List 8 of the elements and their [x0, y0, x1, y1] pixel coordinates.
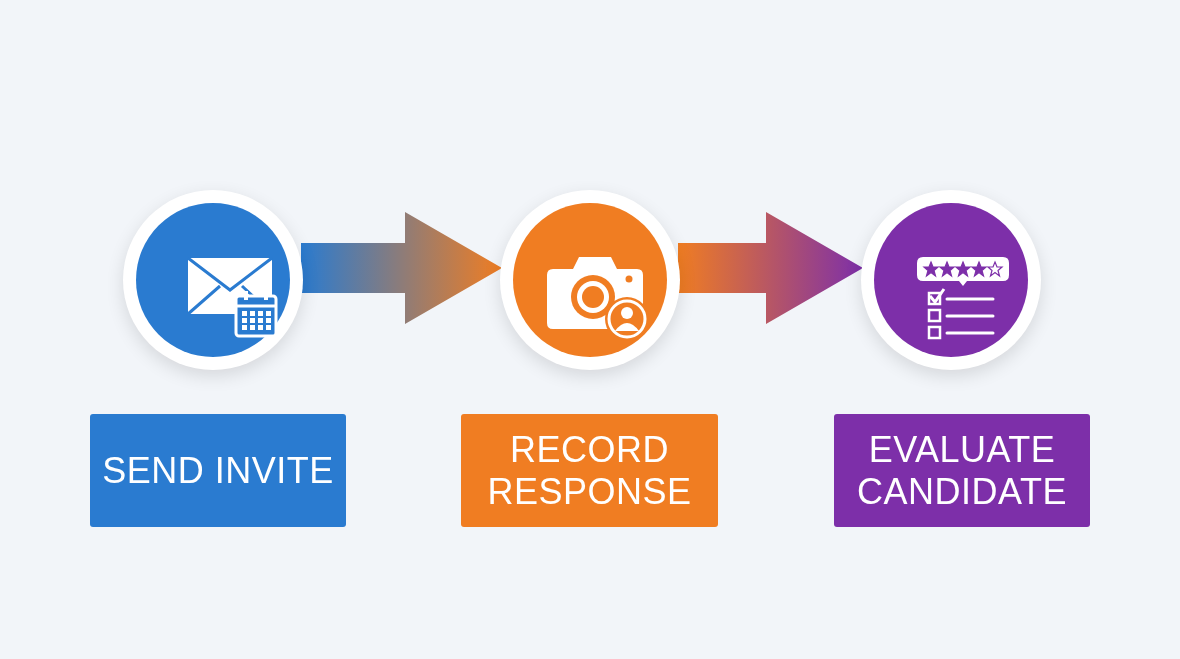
gradient-arrow	[678, 212, 863, 324]
step-title: SEND INVITE	[102, 449, 334, 492]
step-title: EVALUATE CANDIDATE	[856, 428, 1068, 513]
step-title: RECORD RESPONSE	[486, 428, 693, 513]
step-label-box	[834, 414, 1090, 527]
step-label-box	[461, 414, 718, 527]
gradient-arrow	[301, 212, 502, 324]
step-label-box	[90, 414, 346, 527]
